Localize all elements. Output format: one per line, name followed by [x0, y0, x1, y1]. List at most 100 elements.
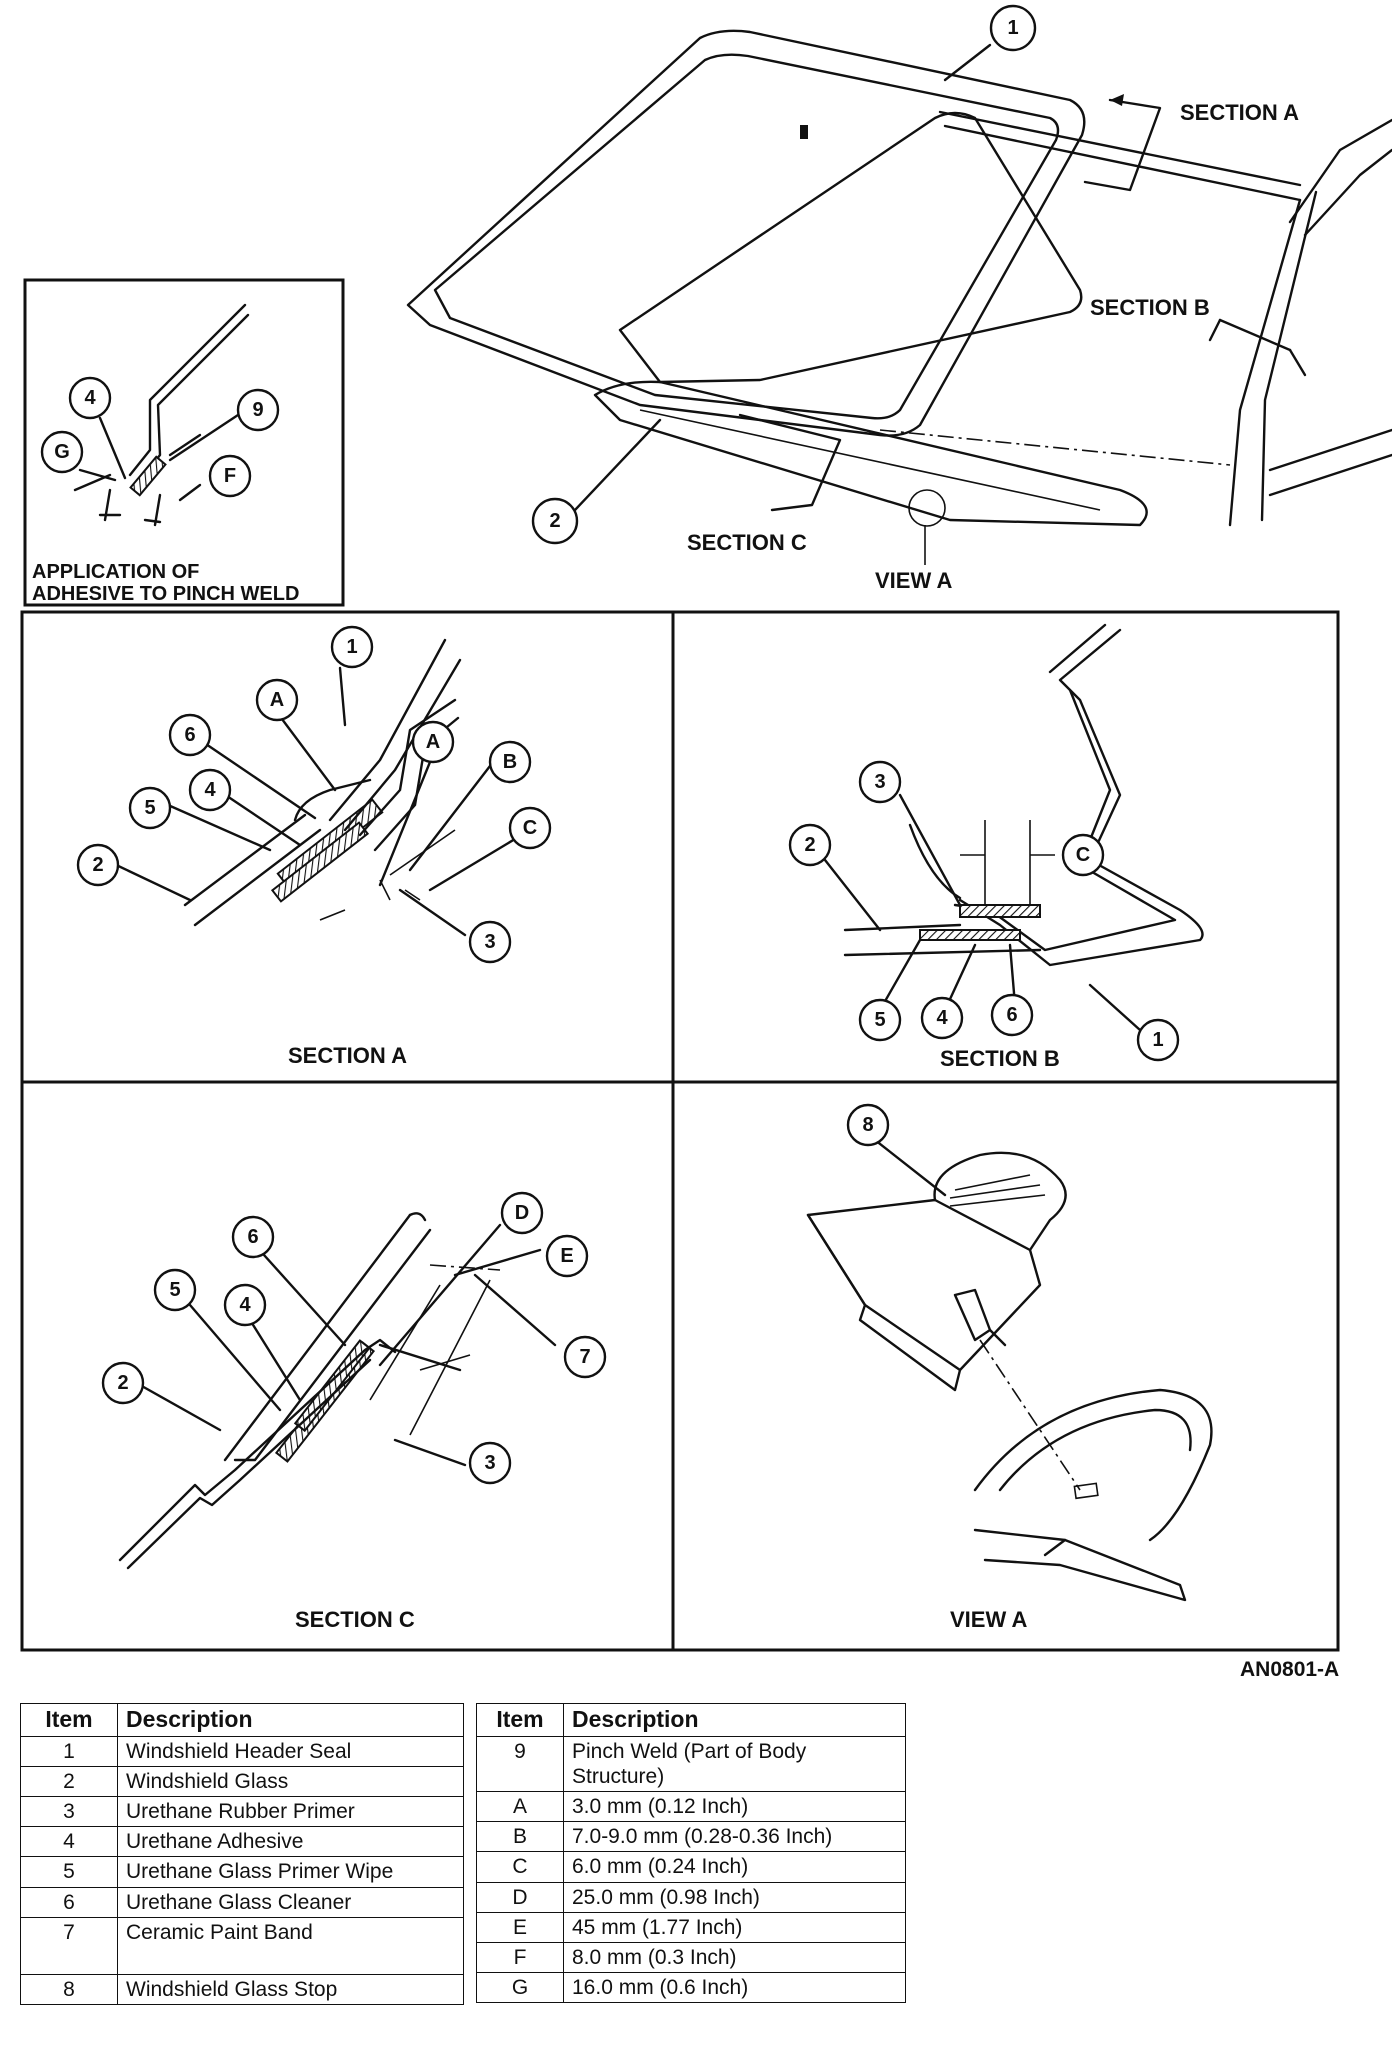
- callout-1-top: 1: [1007, 17, 1018, 39]
- legend-item: 9: [476, 1735, 564, 1792]
- legend-item: 7: [20, 1916, 118, 1975]
- callout-f-inset: F: [224, 465, 236, 487]
- callout-4-sec-c: 4: [239, 1294, 251, 1316]
- callout-a1-sec-a: A: [270, 689, 284, 711]
- callout-3-sec-b: 3: [874, 771, 885, 793]
- section-c-panel: 6 D E 5 4 7 2 3 SECTION C: [101, 1191, 607, 1632]
- legend-item: 3: [20, 1795, 118, 1828]
- section-b-top-label: SECTION B: [1090, 295, 1210, 320]
- legend-item: 4: [20, 1826, 118, 1858]
- callout-4-sec-a: 4: [204, 779, 216, 801]
- callout-8-view-a: 8: [862, 1114, 873, 1136]
- callout-2-sec-a: 2: [92, 854, 103, 876]
- legend-desc: 45 mm (1.77 Inch): [563, 1911, 906, 1943]
- legend-desc: 16.0 mm (0.6 Inch): [563, 1972, 906, 2004]
- legend-desc: Pinch Weld (Part of Body Structure): [563, 1735, 906, 1792]
- legend-desc: 3.0 mm (0.12 Inch): [563, 1790, 906, 1823]
- legend-desc: 25.0 mm (0.98 Inch): [563, 1881, 906, 1913]
- legend-left-header-desc: Description: [117, 1703, 464, 1737]
- legend-desc: Windshield Glass Stop: [117, 1973, 464, 2005]
- callout-d-sec-c: D: [515, 1202, 529, 1224]
- callout-2-sec-c: 2: [117, 1372, 128, 1394]
- legend-left-header-item: Item: [20, 1703, 118, 1737]
- legend-desc: Urethane Rubber Primer: [117, 1795, 464, 1828]
- legend-desc: Urethane Adhesive: [117, 1826, 464, 1858]
- legend-item: 5: [20, 1856, 118, 1888]
- section-a-marker: SECTION A: [1083, 94, 1299, 192]
- legend-item: D: [476, 1881, 564, 1913]
- legend-item: 8: [20, 1973, 118, 2005]
- callout-6-sec-a: 6: [184, 724, 195, 746]
- view-a-panel: 8 VIEW A: [806, 1103, 1213, 1632]
- legend-item: 2: [20, 1765, 118, 1797]
- legend-desc: 6.0 mm (0.24 Inch): [563, 1851, 906, 1883]
- legend-desc: Ceramic Paint Band: [117, 1916, 464, 1975]
- callout-6-sec-b: 6: [1006, 1004, 1017, 1026]
- callout-7-sec-c: 7: [579, 1346, 590, 1368]
- callout-c-sec-b: C: [1076, 844, 1090, 866]
- callout-3-sec-a: 3: [484, 931, 495, 953]
- section-b-marker: SECTION B: [1090, 295, 1307, 377]
- overview-illustration: [406, 29, 1392, 527]
- legend-right-header-desc: Description: [563, 1703, 906, 1737]
- legend-item: F: [476, 1941, 564, 1974]
- callout-4-inset: 4: [84, 387, 96, 409]
- legend-item: G: [476, 1972, 564, 2004]
- callout-c-sec-a: C: [523, 817, 537, 839]
- legend-item: A: [476, 1790, 564, 1823]
- callout-b-sec-a: B: [503, 751, 517, 773]
- view-a-caption: VIEW A: [950, 1607, 1028, 1632]
- inset-title-line2: ADHESIVE TO PINCH WELD: [32, 583, 299, 605]
- callout-2-top: 2: [549, 510, 560, 532]
- legend-desc: Urethane Glass Cleaner: [117, 1886, 464, 1918]
- callout-2-sec-b: 2: [804, 834, 815, 856]
- section-b-panel: 3 2 C 5 4 6 1 SECTION B: [788, 623, 1204, 1071]
- callout-5-sec-c: 5: [169, 1279, 180, 1301]
- section-a-panel: 1 A 6 A B 4 5 C 2 3 SECTION A: [76, 625, 552, 1068]
- legend-desc: Windshield Header Seal: [117, 1735, 464, 1767]
- section-c-top-label: SECTION C: [687, 530, 807, 555]
- callout-4-sec-b: 4: [936, 1007, 948, 1029]
- legend-desc: Urethane Glass Primer Wipe: [117, 1856, 464, 1888]
- callout-a2-sec-a: A: [426, 731, 440, 753]
- callout-1-sec-a: 1: [346, 636, 357, 658]
- callout-3-sec-c: 3: [484, 1452, 495, 1474]
- legend-item: C: [476, 1851, 564, 1883]
- legend-desc: Windshield Glass: [117, 1765, 464, 1797]
- inset-adhesive-application: 4 9 G F APPLICATION OF ADHESIVE TO PINCH…: [23, 278, 345, 607]
- callout-g-inset: G: [54, 441, 70, 463]
- legend-item: 1: [20, 1735, 118, 1767]
- section-c-caption: SECTION C: [295, 1607, 415, 1632]
- callout-1-sec-b: 1: [1152, 1029, 1163, 1051]
- legend-item: 6: [20, 1886, 118, 1918]
- inset-title-line1: APPLICATION OF: [32, 561, 199, 583]
- section-b-caption: SECTION B: [940, 1046, 1060, 1071]
- section-c-marker: SECTION C: [687, 413, 842, 555]
- section-a-top-label: SECTION A: [1180, 100, 1299, 125]
- legend-item: E: [476, 1911, 564, 1943]
- figure-code: AN0801-A: [1240, 1658, 1340, 1681]
- callout-5-sec-a: 5: [144, 797, 155, 819]
- callout-6-sec-c: 6: [247, 1226, 258, 1248]
- section-panels-frame: [20, 610, 1340, 1652]
- view-a-top-label: VIEW A: [875, 568, 953, 593]
- callout-5-sec-b: 5: [874, 1009, 885, 1031]
